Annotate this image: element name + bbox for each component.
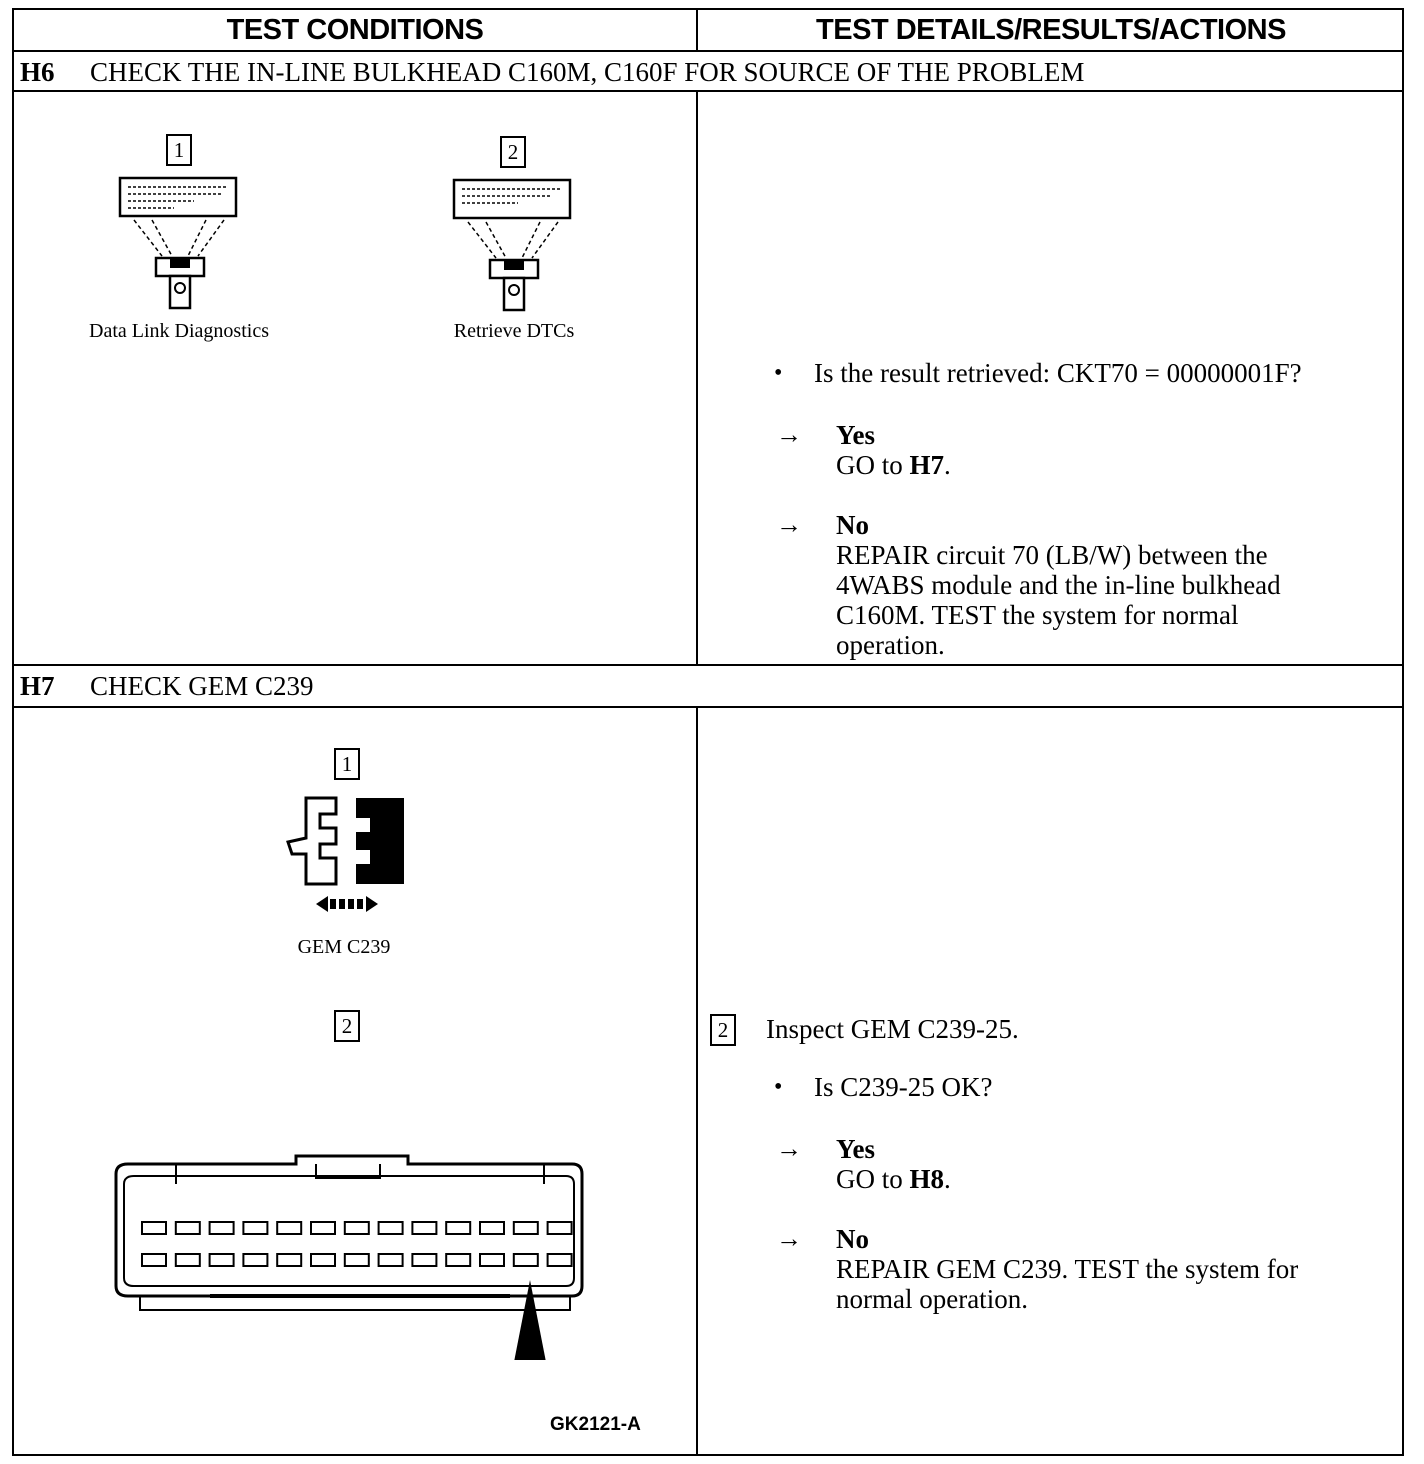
header-test-details: TEST DETAILS/RESULTS/ACTIONS bbox=[816, 14, 1286, 46]
connector-pin-cavity bbox=[208, 1221, 235, 1235]
no-label: No bbox=[836, 510, 869, 540]
connector-face-diagram bbox=[114, 1154, 584, 1360]
yes-action-suffix: . bbox=[944, 1164, 951, 1194]
step-text: Inspect GEM C239-25. bbox=[766, 1014, 1019, 1044]
connector-pin-cavity bbox=[141, 1253, 167, 1267]
step-title-text: CHECK GEM C239 bbox=[90, 671, 314, 701]
step-title-h7: H7 CHECK GEM C239 bbox=[20, 668, 314, 704]
yes-action-prefix: GO to bbox=[836, 450, 910, 480]
arrow-right-icon: → bbox=[776, 420, 802, 449]
step-number-box: 2 bbox=[710, 1014, 736, 1046]
connector-pin-cavity bbox=[242, 1253, 269, 1267]
no-label: No bbox=[836, 1224, 869, 1254]
connector-pin-cavity bbox=[310, 1253, 336, 1267]
yes-action: GO to H7. bbox=[836, 450, 951, 480]
connector-pin-cavity bbox=[411, 1253, 438, 1267]
connector-pin-cavity bbox=[445, 1253, 472, 1267]
connector-pin-cavity bbox=[546, 1253, 573, 1267]
yes-label: Yes bbox=[836, 1134, 875, 1164]
figure-caption: GEM C239 bbox=[297, 936, 391, 958]
connector-pin-cavity bbox=[276, 1221, 303, 1235]
connector-pin-cavity bbox=[174, 1253, 201, 1267]
connector-disconnect-icon bbox=[286, 796, 404, 912]
diagnostic-tool-icon bbox=[452, 178, 572, 312]
connector-pin-cavity bbox=[377, 1253, 404, 1267]
yes-action-prefix: GO to bbox=[836, 1164, 910, 1194]
figure-number-2: 2 bbox=[334, 1010, 360, 1042]
step-id: H7 bbox=[20, 671, 55, 701]
divider bbox=[14, 50, 1402, 52]
divider bbox=[696, 706, 698, 1456]
divider bbox=[14, 664, 1402, 666]
bullet-icon: • bbox=[774, 360, 783, 386]
connector-pin-cavity bbox=[174, 1221, 201, 1235]
no-action-line: REPAIR GEM C239. TEST the system for bbox=[836, 1254, 1299, 1284]
no-action-line: REPAIR circuit 70 (LB/W) between the bbox=[836, 540, 1268, 570]
arrow-right-icon: → bbox=[776, 1134, 802, 1163]
no-action-line: C160M. TEST the system for normal bbox=[836, 600, 1239, 630]
connector-pin-cavity bbox=[343, 1221, 370, 1235]
figure-number-2: 2 bbox=[500, 136, 526, 168]
diagnostic-table: TEST CONDITIONS TEST DETAILS/RESULTS/ACT… bbox=[12, 8, 1404, 1456]
question-text: Is the result retrieved: CKT70 = 0000000… bbox=[814, 358, 1302, 388]
figure-number-1: 1 bbox=[334, 748, 360, 780]
yes-label: Yes bbox=[836, 420, 875, 450]
yes-action: GO to H8. bbox=[836, 1164, 951, 1194]
diagnostic-tool-icon bbox=[118, 176, 238, 310]
connector-pin-cavity bbox=[310, 1221, 336, 1235]
connector-pin-cavity bbox=[479, 1221, 505, 1235]
connector-pin-cavity bbox=[377, 1221, 404, 1235]
yes-action-suffix: . bbox=[944, 450, 951, 480]
connector-pin-cavity bbox=[343, 1253, 370, 1267]
connector-pin-cavity bbox=[512, 1221, 539, 1235]
divider bbox=[696, 90, 698, 664]
header-test-conditions: TEST CONDITIONS bbox=[226, 14, 484, 46]
yes-action-target: H8 bbox=[909, 1164, 945, 1194]
divider bbox=[14, 90, 1402, 92]
figure-number-1: 1 bbox=[166, 134, 192, 166]
no-action-line: 4WABS module and the in-line bulkhead bbox=[836, 570, 1281, 600]
divider bbox=[696, 10, 698, 50]
arrow-right-icon: → bbox=[776, 1224, 802, 1253]
connector-pin-cavity bbox=[208, 1253, 235, 1267]
connector-pin-cavity bbox=[512, 1253, 539, 1267]
connector-pin-cavity bbox=[141, 1221, 167, 1235]
connector-pin-cavity bbox=[276, 1253, 303, 1267]
no-action-line: normal operation. bbox=[836, 1284, 1028, 1314]
step-title-h6: H6 CHECK THE IN-LINE BULKHEAD C160M, C160… bbox=[20, 54, 1084, 90]
connector-pin-cavity bbox=[445, 1221, 472, 1235]
connector-pin-cavity bbox=[546, 1221, 573, 1235]
no-action-line: operation. bbox=[836, 630, 945, 660]
step-id: H6 bbox=[20, 57, 55, 87]
connector-pin-cavity bbox=[411, 1221, 438, 1235]
arrow-right-icon: → bbox=[776, 510, 802, 539]
connector-pin-cavity bbox=[242, 1221, 269, 1235]
question-text: Is C239-25 OK? bbox=[814, 1072, 993, 1102]
figure-caption: Retrieve DTCs bbox=[453, 320, 575, 342]
figure-code: GK2121-A bbox=[550, 1414, 641, 1435]
yes-action-target: H7 bbox=[909, 450, 945, 480]
step-title-text: CHECK THE IN-LINE BULKHEAD C160M, C160F … bbox=[90, 57, 1085, 87]
figure-caption: Data Link Diagnostics bbox=[89, 320, 269, 342]
connector-pin-cavity bbox=[479, 1253, 505, 1267]
bullet-icon: • bbox=[774, 1074, 783, 1100]
divider bbox=[14, 706, 1402, 708]
